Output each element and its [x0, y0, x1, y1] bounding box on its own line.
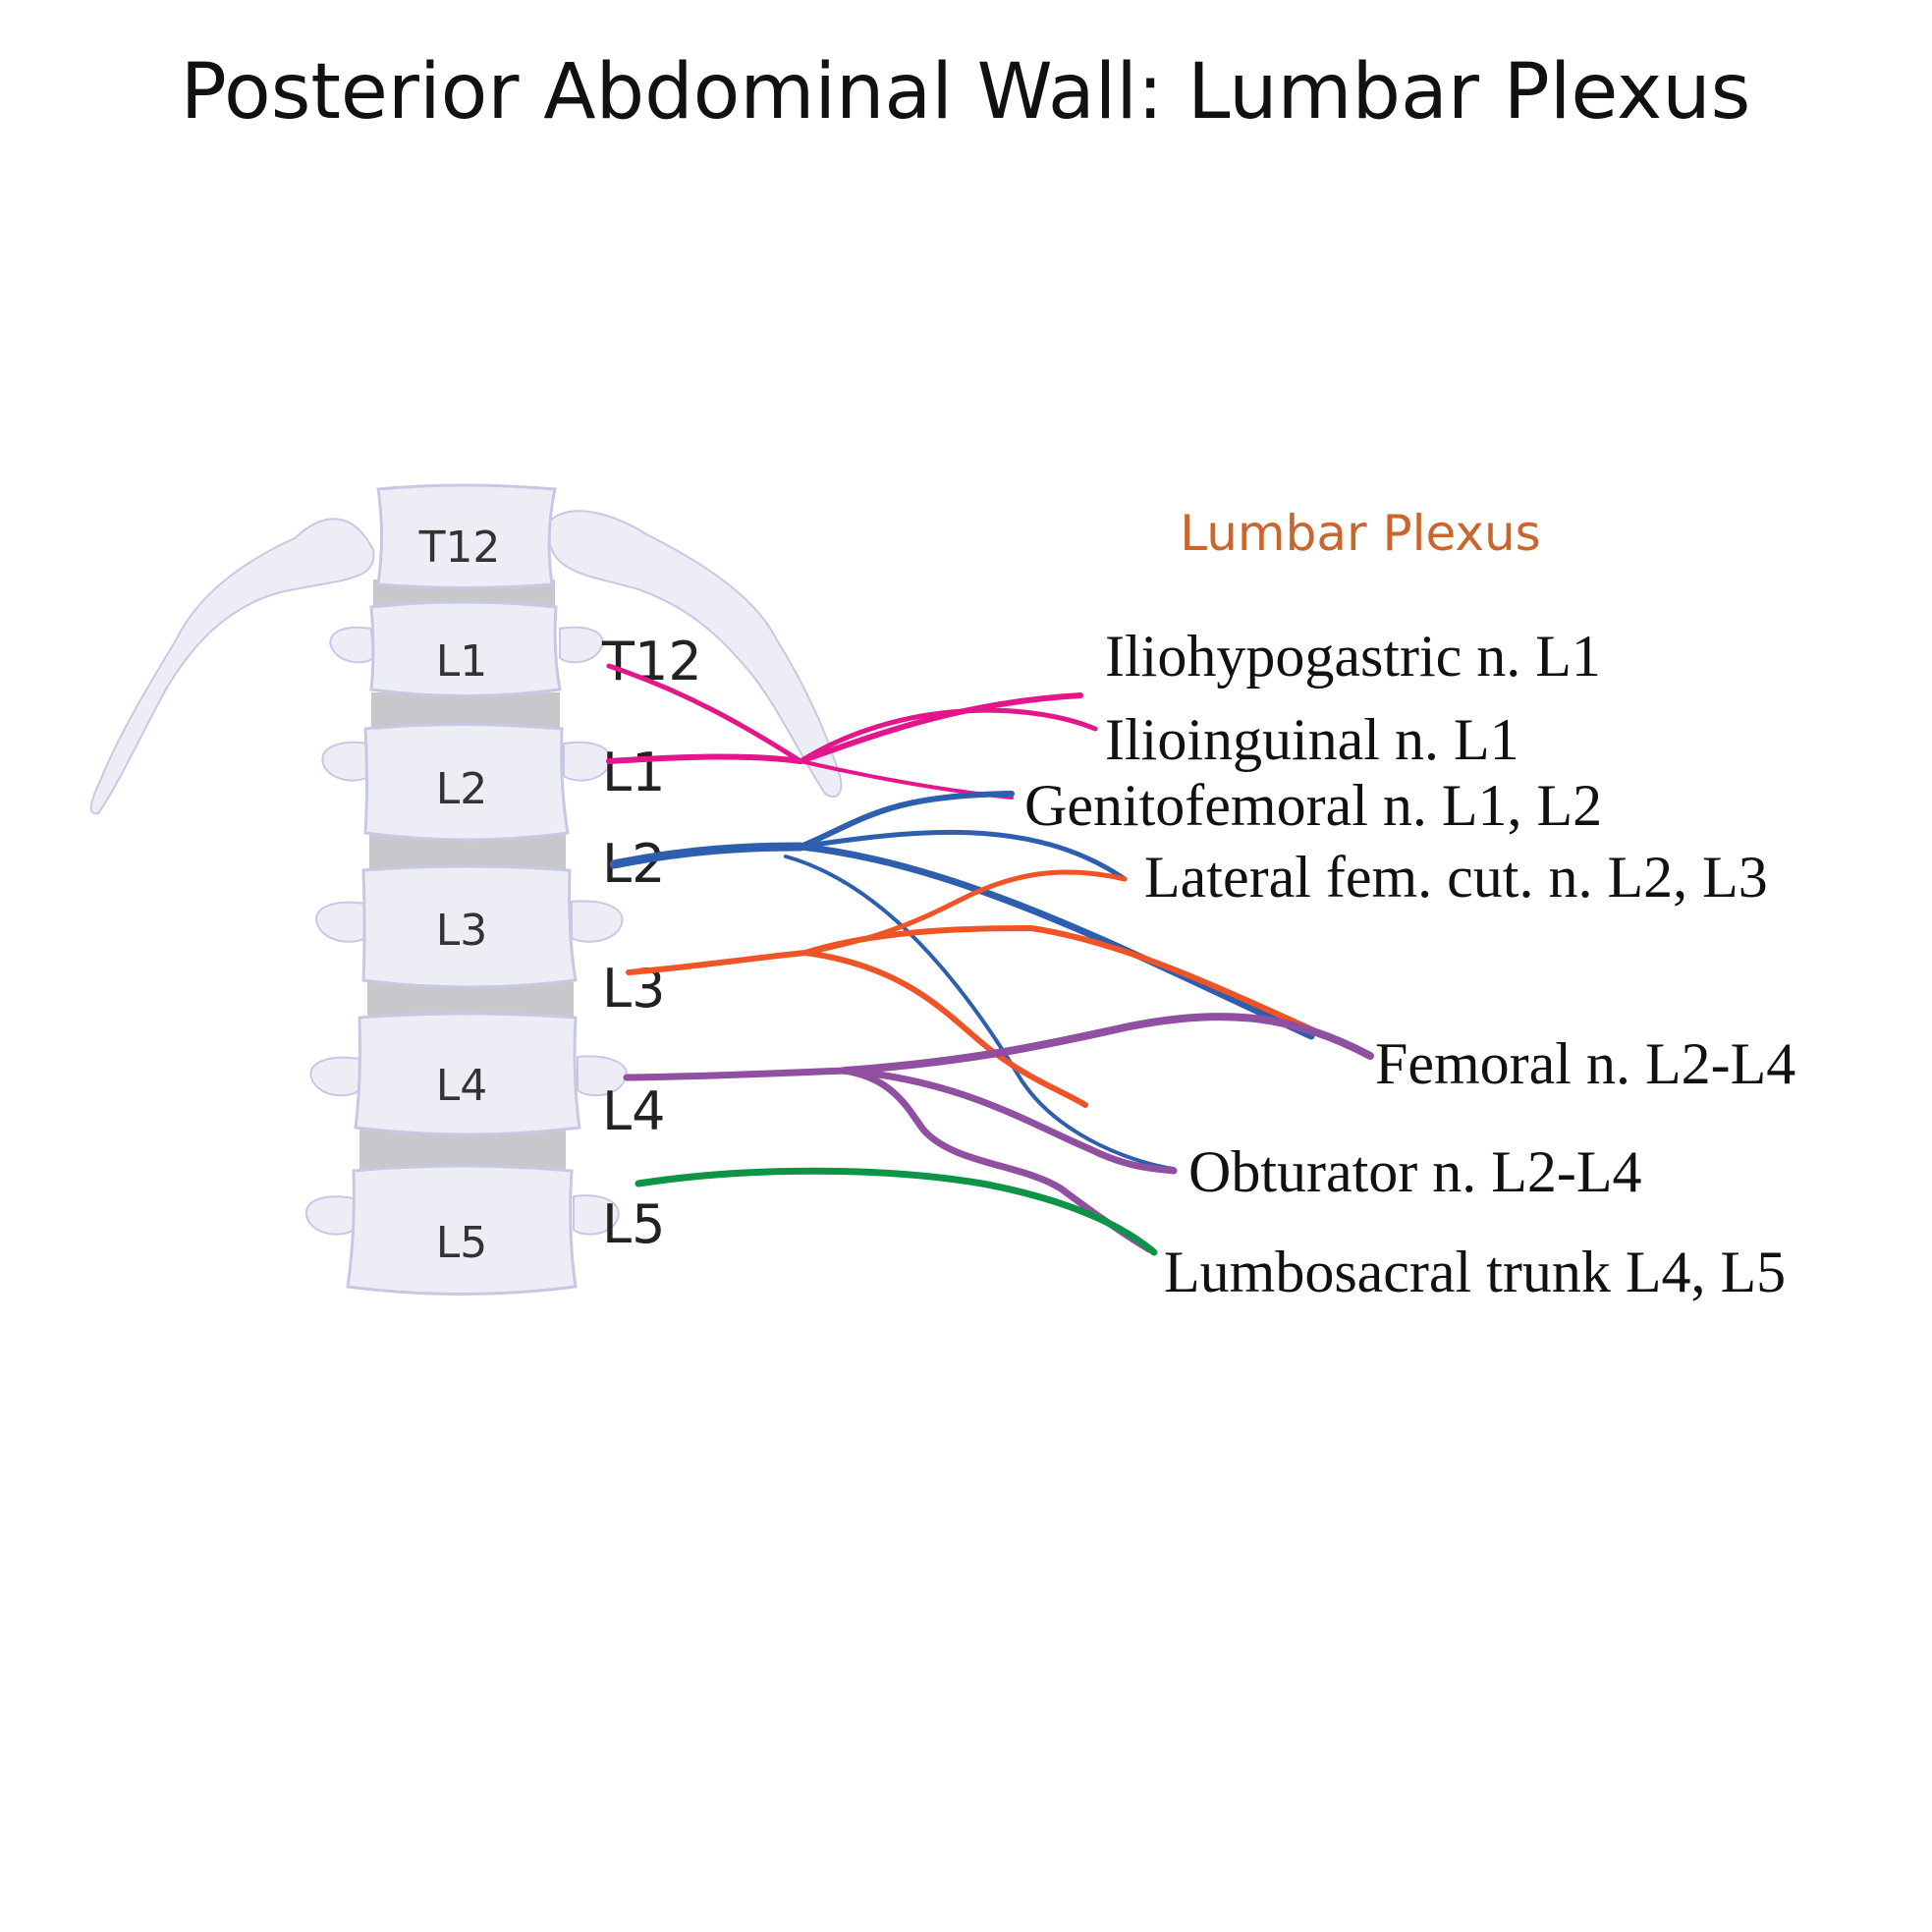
transverse-process-l4-right: [577, 1055, 628, 1097]
transverse-process-l2-left: [321, 741, 370, 782]
vertebra-l2: [363, 723, 570, 842]
disc-l4-l5: [359, 1130, 566, 1171]
nerve-l2-femoral: [797, 843, 1315, 1040]
transverse-process-l3-right: [571, 900, 624, 943]
transverse-process-l5-right: [573, 1194, 620, 1236]
vertebra-label-l3: L3: [436, 906, 488, 956]
label-femoral: Femoral n. L2-L4: [1375, 1031, 1795, 1096]
label-lumbosacral-trunk: Lumbosacral trunk L4, L5: [1164, 1240, 1786, 1304]
transverse-process-l4-left: [309, 1056, 360, 1097]
vertebra-l1: [369, 600, 562, 697]
nerve-lumbosacral-trunk: [635, 1167, 1158, 1256]
root-label-l4: L4: [602, 1080, 665, 1142]
nerve-l2-root: [609, 842, 805, 869]
label-genitofemoral: Genitofemoral n. L1, L2: [1024, 773, 1602, 838]
label-iliohypogastric: Iliohypogastric n. L1: [1105, 624, 1601, 689]
label-lateral-fem-cut: Lateral fem. cut. n. L2, L3: [1144, 845, 1768, 910]
vertebra-t12: [376, 483, 557, 589]
transverse-process-l2-right: [563, 741, 612, 782]
root-label-l1: L1: [602, 742, 665, 803]
nerve-ilioinguinal: [798, 707, 1098, 764]
vertebra-l3: [361, 864, 578, 989]
vertebra-label-t12: T12: [418, 523, 501, 573]
transverse-process-l1-left: [329, 626, 375, 664]
vertebra-label-l2: L2: [436, 764, 488, 814]
nerves: [606, 663, 1374, 1256]
nerve-iliohypogastric: [798, 692, 1083, 764]
transverse-process-l5-left: [305, 1195, 355, 1236]
nerve-l4-root: [623, 1067, 849, 1081]
label-ilioinguinal: Ilioinguinal n. L1: [1105, 707, 1519, 772]
vertebra-label-l4: L4: [436, 1061, 488, 1111]
nerve-l3-obturator: [802, 950, 1088, 1108]
nerve-l3-femoral: [802, 924, 1373, 1059]
rib-right: [547, 510, 843, 798]
nerve-femoral: [841, 1013, 1374, 1075]
nerve-l3-root: [626, 950, 808, 975]
nerve-l1-root: [606, 753, 803, 764]
vertebra-l4: [354, 1012, 581, 1136]
vertebra-l5: [346, 1164, 578, 1296]
nerve-labels: Iliohypogastric n. L1 Ilioinguinal n. L1…: [1024, 624, 1795, 1304]
transverse-process-l3-left: [315, 901, 366, 943]
plexus-heading: Lumbar Plexus: [1180, 505, 1540, 562]
vertebra-label-l1: L1: [436, 636, 488, 687]
rib-left: [89, 518, 375, 815]
nerve-l2-obturator: [784, 855, 1176, 1171]
root-label-l5: L5: [602, 1193, 665, 1255]
spine: T12 L1 L2 L3 L4 L5: [89, 483, 843, 1296]
nerve-l2-lateral-fem-cut: [798, 829, 1128, 882]
label-obturator: Obturator n. L2-L4: [1188, 1139, 1642, 1204]
root-labels: T12 L1 L2 L3 L4 L5: [601, 631, 702, 1255]
nerve-t12-root: [606, 663, 803, 764]
nerve-genitofemoral: [798, 791, 1015, 850]
vertebra-label-l5: L5: [436, 1218, 488, 1268]
page-title: Posterior Abdominal Wall: Lumbar Plexus: [181, 48, 1751, 137]
transverse-process-l1-right: [559, 626, 604, 664]
nerve-obturator: [841, 1067, 1178, 1175]
